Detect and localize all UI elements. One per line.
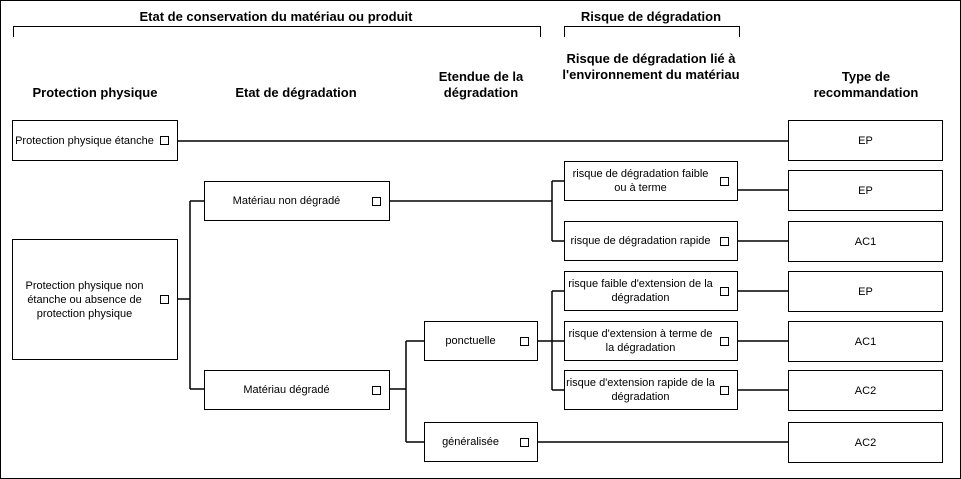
checkbox-icon[interactable] — [720, 286, 729, 296]
recommandation-box[interactable]: AC1 — [788, 221, 943, 262]
etendue-ponctuelle-label: ponctuelle — [445, 335, 496, 347]
protection-non-etanche-label: Protection physique non étanche ou absen… — [25, 279, 144, 320]
recommandation-label: AC2 — [854, 436, 877, 449]
recommandation-label: AC1 — [854, 235, 877, 248]
column-header-protection: Protection physique — [32, 85, 158, 100]
risque-faible-terme-box[interactable]: risque de dégradation faible ou à terme — [564, 161, 738, 201]
risque-ext-faible-label: risque faible d'extension de la dégradat… — [568, 278, 713, 304]
risque-ext-terme-label: risque d'extension à terme de la dégrada… — [568, 328, 713, 354]
group-header-risque: Risque de dégradation — [580, 9, 722, 24]
recommandation-label: EP — [858, 134, 873, 147]
checkbox-icon[interactable] — [720, 336, 729, 346]
protection-etanche-box[interactable]: Protection physique étanche — [12, 120, 178, 161]
recommandation-box[interactable]: AC1 — [788, 321, 943, 362]
recommandation-box[interactable]: AC2 — [788, 422, 943, 463]
group-bracket-risque — [564, 26, 740, 37]
checkbox-icon[interactable] — [372, 385, 381, 395]
risque-ext-faible-box[interactable]: risque faible d'extension de la dégradat… — [564, 271, 738, 311]
etat-degrade-box[interactable]: Matériau dégradé — [204, 370, 390, 410]
risque-ext-rapide-box[interactable]: risque d'extension rapide de la dégradat… — [564, 370, 738, 410]
risque-faible-terme-label: risque de dégradation faible ou à terme — [572, 168, 709, 194]
recommandation-box[interactable]: EP — [788, 271, 943, 312]
column-header-risque-env: Risque de dégradation lié à l'environnem… — [562, 51, 740, 82]
recommandation-label: EP — [858, 184, 873, 197]
risque-rapide-box[interactable]: risque de dégradation rapide — [564, 221, 738, 261]
checkbox-icon[interactable] — [720, 236, 729, 246]
group-header-conservation: Etat de conservation du matériau ou prod… — [139, 9, 413, 24]
risque-ext-terme-box[interactable]: risque d'extension à terme de la dégrada… — [564, 321, 738, 361]
recommandation-label: EP — [858, 285, 873, 298]
recommandation-box[interactable]: EP — [788, 170, 943, 211]
column-header-type: Type de recommandation — [813, 69, 919, 100]
checkbox-icon[interactable] — [720, 176, 729, 186]
checkbox-icon[interactable] — [160, 295, 169, 304]
checkbox-icon[interactable] — [520, 437, 529, 447]
risque-ext-rapide-label: risque d'extension rapide de la dégradat… — [566, 377, 715, 403]
checkbox-icon[interactable] — [372, 196, 381, 206]
etat-non-degrade-box[interactable]: Matériau non dégradé — [204, 181, 390, 221]
etat-degrade-label: Matériau dégradé — [243, 384, 330, 396]
recommandation-box[interactable]: EP — [788, 120, 943, 161]
risque-rapide-label: risque de dégradation rapide — [570, 235, 711, 247]
recommandation-label: AC1 — [854, 335, 877, 348]
etendue-generalisee-box[interactable]: généralisée — [424, 422, 538, 462]
protection-etanche-label: Protection physique étanche — [15, 134, 154, 147]
column-header-etat: Etat de dégradation — [235, 85, 357, 100]
column-header-etendue: Etendue de la dégradation — [438, 69, 524, 100]
checkbox-icon[interactable] — [160, 136, 169, 145]
etendue-generalisee-label: généralisée — [442, 436, 499, 448]
checkbox-icon[interactable] — [520, 336, 529, 346]
recommandation-label: AC2 — [854, 384, 877, 397]
checkbox-icon[interactable] — [720, 385, 729, 395]
etat-non-degrade-label: Matériau non dégradé — [232, 195, 341, 207]
protection-non-etanche-box[interactable]: Protection physique non étanche ou absen… — [12, 239, 178, 360]
recommandation-box[interactable]: AC2 — [788, 370, 943, 411]
group-bracket-conservation — [13, 26, 541, 37]
etendue-ponctuelle-box[interactable]: ponctuelle — [424, 321, 538, 361]
